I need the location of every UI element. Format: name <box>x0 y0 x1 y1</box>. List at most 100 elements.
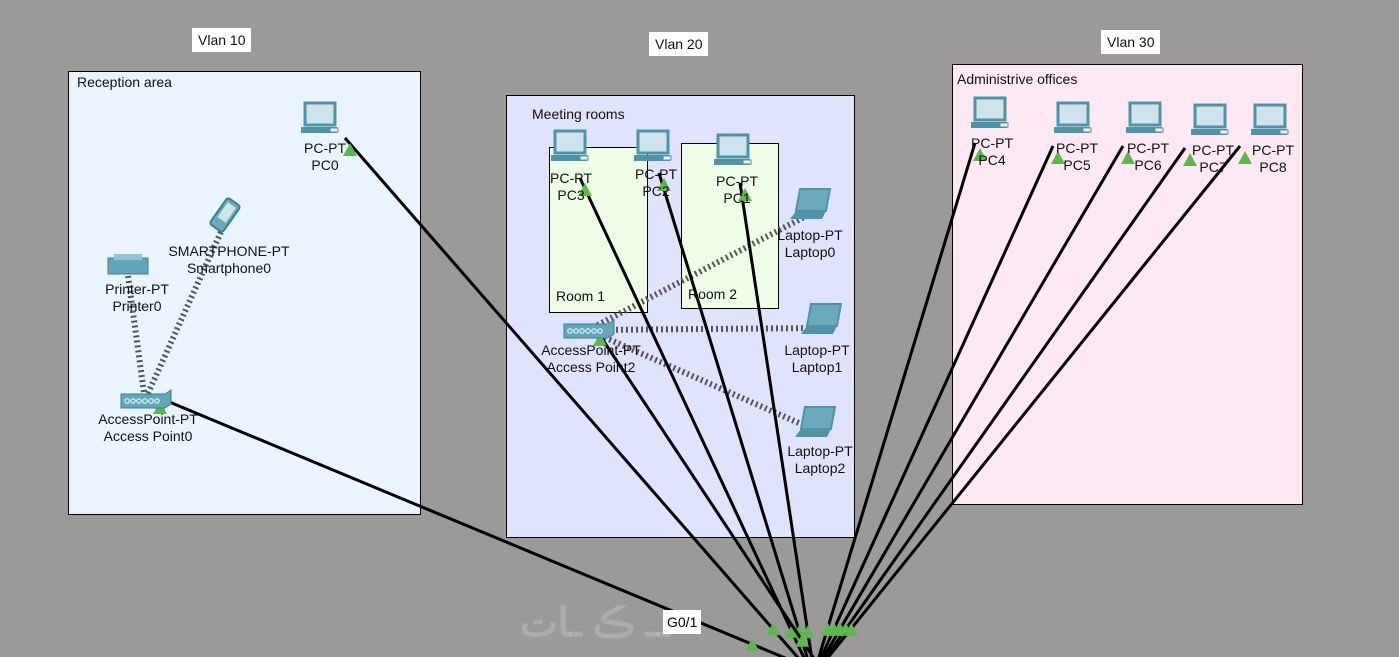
link-up-indicator-icon <box>792 624 807 638</box>
pc-icon <box>1193 103 1227 129</box>
device-model: PC-PT <box>1192 142 1234 158</box>
device-name: Laptop1 <box>791 359 843 375</box>
device-pc0[interactable] <box>301 101 339 133</box>
device-model: PC-PT <box>635 166 677 182</box>
vlan-30-label: Vlan 30 <box>1101 30 1161 54</box>
device-laptop2[interactable] <box>795 406 837 437</box>
wireless-link <box>586 327 819 434</box>
device-access-point2[interactable] <box>563 319 615 339</box>
device-pc8[interactable] <box>1251 103 1289 135</box>
device-pc6[interactable] <box>1126 101 1164 133</box>
link-up-indicator-icon <box>973 148 987 161</box>
device-pc1[interactable] <box>714 133 752 165</box>
ethernet-link[interactable] <box>738 182 814 657</box>
device-laptop1[interactable] <box>801 303 843 334</box>
pc-icon <box>303 101 337 127</box>
link-up-indicator-icon <box>343 143 357 156</box>
zone-room-2: Room 2 <box>681 143 779 309</box>
device-pc4[interactable] <box>971 96 1009 128</box>
ethernet-link[interactable] <box>824 147 1187 657</box>
vlan-20-label: Vlan 20 <box>649 32 709 56</box>
zone-title: Reception area <box>77 74 172 90</box>
pc-icon <box>636 129 670 155</box>
device-pc5[interactable] <box>1054 101 1092 133</box>
device-name: PC3 <box>557 187 585 203</box>
link-up-indicator-icon <box>745 637 760 651</box>
device-laptop0[interactable] <box>790 188 832 219</box>
device-name: Laptop0 <box>784 244 836 260</box>
device-name: PC6 <box>1134 157 1162 173</box>
link-up-indicator-icon <box>1051 151 1065 164</box>
device-name: PC2 <box>642 183 670 199</box>
device-model: PC-PT <box>716 173 758 189</box>
ethernet-link[interactable] <box>593 327 815 657</box>
device-name: PC1 <box>723 190 751 206</box>
device-model: Printer-PT <box>105 281 169 297</box>
device-pc7[interactable] <box>1191 103 1229 135</box>
pc-icon <box>553 129 587 155</box>
wireless-link <box>125 275 148 401</box>
wireless-link <box>586 210 814 333</box>
device-name: PC0 <box>311 157 339 173</box>
link-up-indicator-icon <box>593 333 607 346</box>
link-up-indicator-icon <box>578 183 592 196</box>
pc-icon <box>1253 103 1287 129</box>
zone-reception-area: Reception area <box>68 71 421 515</box>
laptop-icon <box>794 188 832 212</box>
link-up-indicator-icon <box>795 633 810 647</box>
device-name: PC5 <box>1063 157 1091 173</box>
ethernet-link[interactable] <box>657 172 809 657</box>
device-name: PC7 <box>1199 159 1227 175</box>
ethernet-link[interactable] <box>822 145 1125 657</box>
link-up-indicator-icon <box>766 622 780 636</box>
link-up-indicator-icon <box>800 625 815 639</box>
zone-title: Meeting rooms <box>532 106 625 122</box>
link-up-indicator-icon <box>1121 151 1135 164</box>
device-model: AccessPoint-PT <box>98 411 198 427</box>
ethernet-link[interactable] <box>817 142 977 657</box>
ethernet-link[interactable] <box>578 177 806 657</box>
link-up-indicator-icon <box>844 622 859 636</box>
device-access-point0[interactable] <box>120 389 172 409</box>
device-model: Laptop-PT <box>787 443 853 459</box>
device-model: PC-PT <box>550 170 592 186</box>
device-name: Laptop2 <box>794 460 846 476</box>
link-up-indicator-icon <box>738 188 752 201</box>
device-model: SMARTPHONE-PT <box>168 243 290 259</box>
zone-title: Administrive offices <box>957 71 1078 87</box>
device-name: Printer0 <box>112 298 162 314</box>
watermark: ــ ڪ ـات <box>520 601 670 645</box>
pc-icon <box>1128 101 1162 127</box>
ethernet-link[interactable] <box>826 145 1242 657</box>
wireless-link <box>587 325 824 333</box>
pc-icon <box>973 96 1007 122</box>
pc-icon <box>716 133 750 159</box>
device-model: Laptop-PT <box>777 227 843 243</box>
device-pc3[interactable] <box>551 129 589 161</box>
device-printer0[interactable] <box>107 254 149 275</box>
link-up-indicator-icon <box>1183 153 1197 166</box>
ethernet-link[interactable] <box>819 145 1055 657</box>
device-model: PC-PT <box>1127 140 1169 156</box>
link-up-indicator-icon <box>1238 151 1252 164</box>
device-name: PC4 <box>978 152 1006 168</box>
printer-icon <box>107 257 149 275</box>
device-pc2[interactable] <box>634 129 672 161</box>
zone-title: Room 1 <box>556 288 606 304</box>
device-smartphone0[interactable] <box>209 197 241 233</box>
device-model: PC-PT <box>304 140 346 156</box>
device-name: Access Point0 <box>103 428 193 444</box>
ethernet-link[interactable] <box>343 137 800 657</box>
device-model: PC-PT <box>1056 140 1098 156</box>
